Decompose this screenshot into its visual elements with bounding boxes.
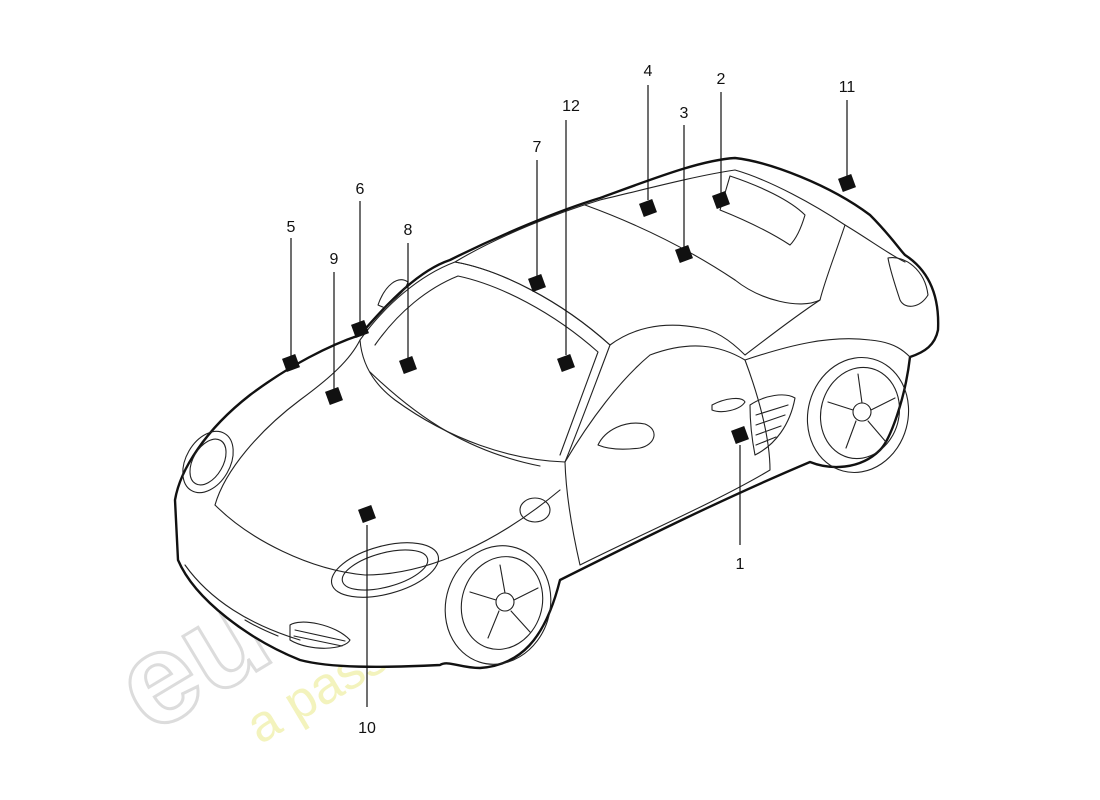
callout-6[interactable]: 6: [356, 181, 365, 198]
headlight-near-inner: [341, 549, 429, 591]
rear-wheel: [806, 356, 910, 474]
soft-top-bow: [584, 204, 736, 281]
fuel-flap: [519, 497, 551, 523]
callout-5[interactable]: 5: [287, 219, 296, 236]
marker-9[interactable]: [325, 387, 343, 405]
rear-light: [887, 257, 929, 307]
soft-top: [454, 169, 846, 356]
side-air-intake: [749, 394, 796, 456]
marker-4[interactable]: [639, 199, 657, 217]
callout-7[interactable]: 7: [533, 139, 542, 156]
front-intake: [289, 621, 351, 649]
car-illustration: [173, 156, 940, 670]
callout-10[interactable]: 10: [358, 720, 376, 737]
callout-3[interactable]: 3: [680, 105, 689, 122]
marker-2[interactable]: [712, 191, 730, 209]
callout-9[interactable]: 9: [330, 251, 339, 268]
windshield-inner: [374, 275, 599, 456]
intake-fin-1: [755, 404, 789, 416]
callout-2[interactable]: 2: [717, 71, 726, 88]
callout-12[interactable]: 12: [562, 98, 580, 115]
callout-11[interactable]: 11: [839, 79, 856, 96]
marker-12[interactable]: [557, 354, 575, 372]
marker-8[interactable]: [399, 356, 417, 374]
headlight-near: [330, 542, 440, 598]
intake-slat-2: [293, 635, 343, 647]
wiper-area: [369, 371, 541, 467]
door-panel: [564, 345, 771, 566]
marker-5[interactable]: [282, 354, 300, 372]
windshield: [359, 261, 611, 463]
callouts: 1 2 3 4 5 6 7 8 9 10: [282, 63, 856, 737]
marker-6[interactable]: [351, 320, 369, 338]
hood-edge: [214, 489, 561, 576]
hood-line: [214, 339, 361, 506]
headlight-far-inner: [189, 438, 227, 486]
intake-slat: [294, 629, 346, 642]
door-handle: [711, 397, 746, 413]
marker-3[interactable]: [675, 245, 693, 263]
rear-fender: [744, 338, 911, 361]
intake-fin-2: [755, 414, 786, 426]
marker-1[interactable]: [731, 426, 749, 444]
marker-11[interactable]: [838, 174, 856, 192]
callout-8[interactable]: 8: [404, 222, 413, 239]
roll-bar: [734, 279, 821, 305]
front-wheel: [444, 545, 552, 665]
rear-deck: [844, 224, 906, 263]
side-mirror: [597, 422, 655, 450]
intake-fin-3: [755, 425, 782, 436]
marker-7[interactable]: [528, 274, 546, 292]
marker-10[interactable]: [358, 505, 376, 523]
callout-1[interactable]: 1: [736, 556, 745, 573]
front-bumper-line: [184, 564, 301, 641]
intake-fin-4: [755, 436, 777, 446]
callout-4[interactable]: 4: [644, 63, 653, 80]
car-body-outline: [173, 156, 940, 670]
rear-window: [719, 175, 806, 246]
side-marker: [244, 619, 279, 637]
headlight-far: [182, 430, 234, 494]
